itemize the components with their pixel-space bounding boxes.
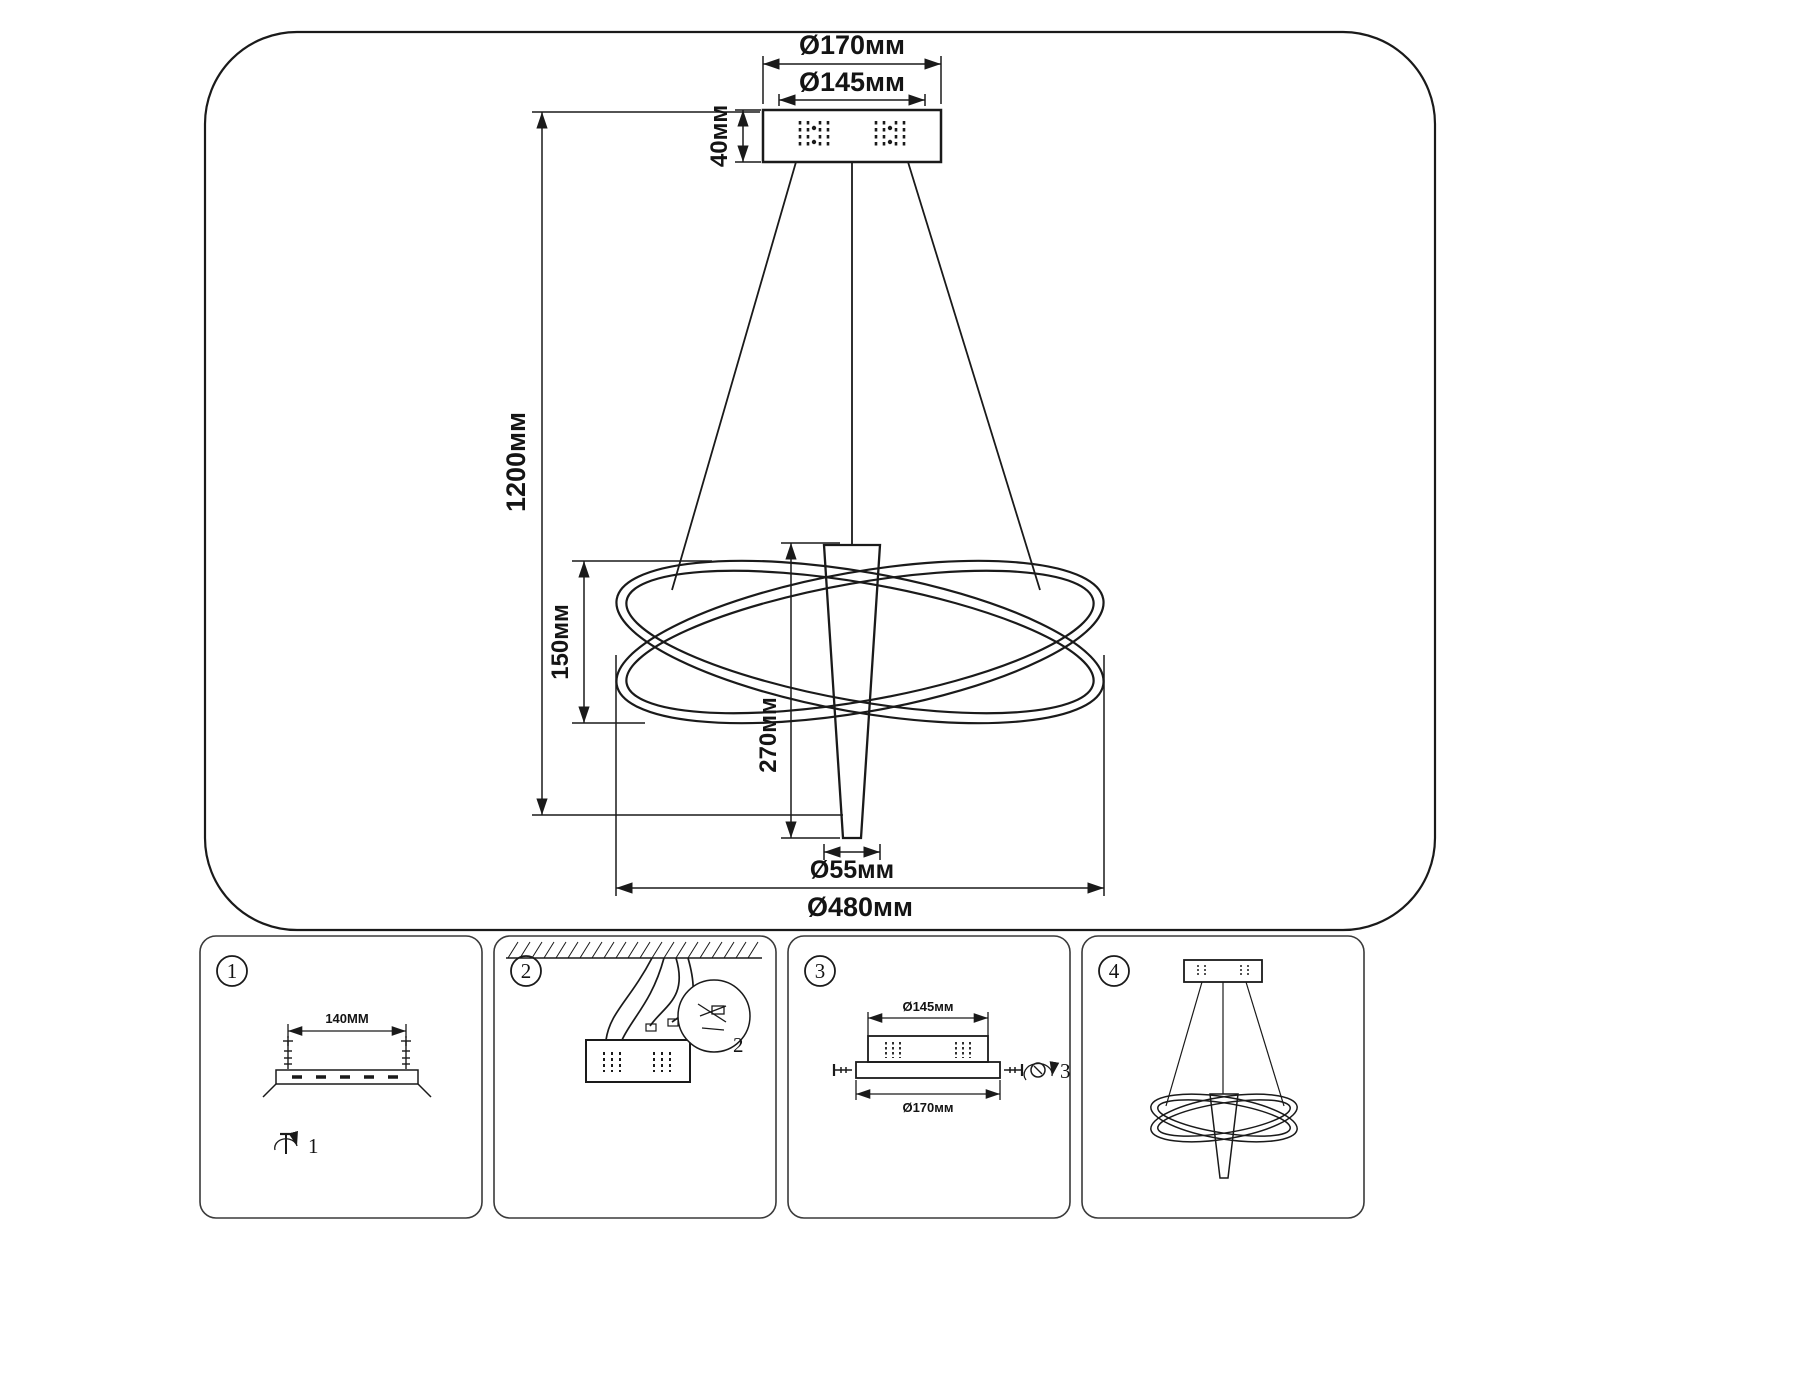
screw-left	[832, 1064, 852, 1076]
dim-cone-bottom	[823, 844, 881, 860]
step-panel-2	[493, 935, 777, 1219]
step-panel-1	[199, 935, 483, 1219]
dim-rings-height-label: 150мм	[547, 604, 574, 680]
step-2-drawing	[506, 941, 762, 1083]
dim-canopy-outer	[762, 56, 942, 104]
step-2-part-label: 2	[733, 1033, 744, 1057]
mini-canopy	[1183, 959, 1263, 983]
step-2-number: 2	[521, 959, 532, 983]
bracket-width-label: 140MM	[325, 1011, 368, 1026]
anchor-screw-right	[401, 1036, 411, 1069]
anchor-screw-left	[283, 1036, 293, 1069]
step-2-number-circle	[510, 955, 542, 987]
vent-holes	[798, 121, 906, 149]
step-1-number-circle	[216, 955, 248, 987]
dim-cone-bottom-label: Ø55мм	[810, 856, 894, 884]
light-rings	[615, 559, 1105, 725]
step-1-part-label: 1	[308, 1134, 319, 1158]
wires	[605, 957, 695, 1041]
canopy-outer-dim-label: Ø170мм	[902, 1100, 953, 1115]
ceiling-hatch	[507, 941, 759, 959]
step-2-labels: 2	[733, 1033, 744, 1057]
step-4-drawing	[1150, 959, 1298, 1179]
dim-suspension-length-label: 1200мм	[501, 412, 531, 512]
bracket-width-dim	[287, 1024, 407, 1038]
mounting-bracket	[262, 1069, 432, 1098]
center-cone	[822, 543, 882, 840]
step-3-number: 3	[815, 959, 826, 983]
step-4-number: 4	[1109, 959, 1120, 983]
dim-rings-height	[572, 560, 712, 724]
step-panels-frames	[199, 935, 1365, 1219]
dim-canopy-inner	[778, 94, 926, 106]
step-1-labels: 140MM 1	[308, 1011, 369, 1158]
step-3-drawing	[832, 1012, 1060, 1100]
canopy-being-wired	[585, 1039, 691, 1083]
ring-two	[615, 559, 1105, 725]
step-panel-4	[1081, 935, 1365, 1219]
step-3-part-label: 3	[1060, 1059, 1071, 1083]
drawing-border	[203, 30, 1437, 932]
main-labels: Ø170мм Ø145мм 40мм 1200мм 150мм 270мм Ø5…	[501, 30, 913, 922]
dim-canopy-height-label: 40мм	[706, 105, 733, 167]
dim-overall	[615, 655, 1105, 896]
step-numbers: 1 2 3 4	[227, 959, 1120, 983]
step-3-labels: Ø145мм Ø170мм 3	[902, 999, 1070, 1115]
step-panel-3	[787, 935, 1071, 1219]
dim-cone-length	[781, 542, 840, 839]
canopy-outer-dim	[855, 1080, 1001, 1100]
dim-overall-label: Ø480мм	[807, 892, 913, 922]
dim-canopy-height	[735, 109, 761, 163]
canopy-side-view	[855, 1035, 1001, 1079]
mini-rings	[1150, 1093, 1298, 1143]
mini-wires	[1165, 981, 1285, 1107]
dim-canopy-outer-label: Ø170мм	[799, 30, 905, 60]
step-3-number-circle	[804, 955, 836, 987]
canopy-inner-dim	[867, 1012, 989, 1036]
canopy-front-view	[761, 108, 943, 164]
suspension-wire-right	[907, 161, 1041, 591]
junction-detail-circle	[677, 979, 751, 1053]
vent-dots	[811, 125, 893, 145]
main-drawing	[203, 30, 1437, 932]
suspension-wires	[671, 161, 1041, 591]
screw-icon-step1	[274, 1130, 298, 1154]
ring-one	[615, 559, 1105, 725]
step-4-number-circle	[1098, 955, 1130, 987]
screw-icon-step3	[1023, 1061, 1060, 1081]
dim-cone-length-label: 270мм	[755, 697, 782, 773]
suspension-wire-left	[671, 161, 797, 591]
mini-cone	[1209, 1093, 1239, 1179]
screw-right	[1004, 1064, 1024, 1076]
step-1-drawing	[262, 1024, 432, 1154]
dim-canopy-inner-label: Ø145мм	[799, 67, 905, 97]
step-1-number: 1	[227, 959, 238, 983]
canopy-inner-dim-label: Ø145мм	[902, 999, 953, 1014]
